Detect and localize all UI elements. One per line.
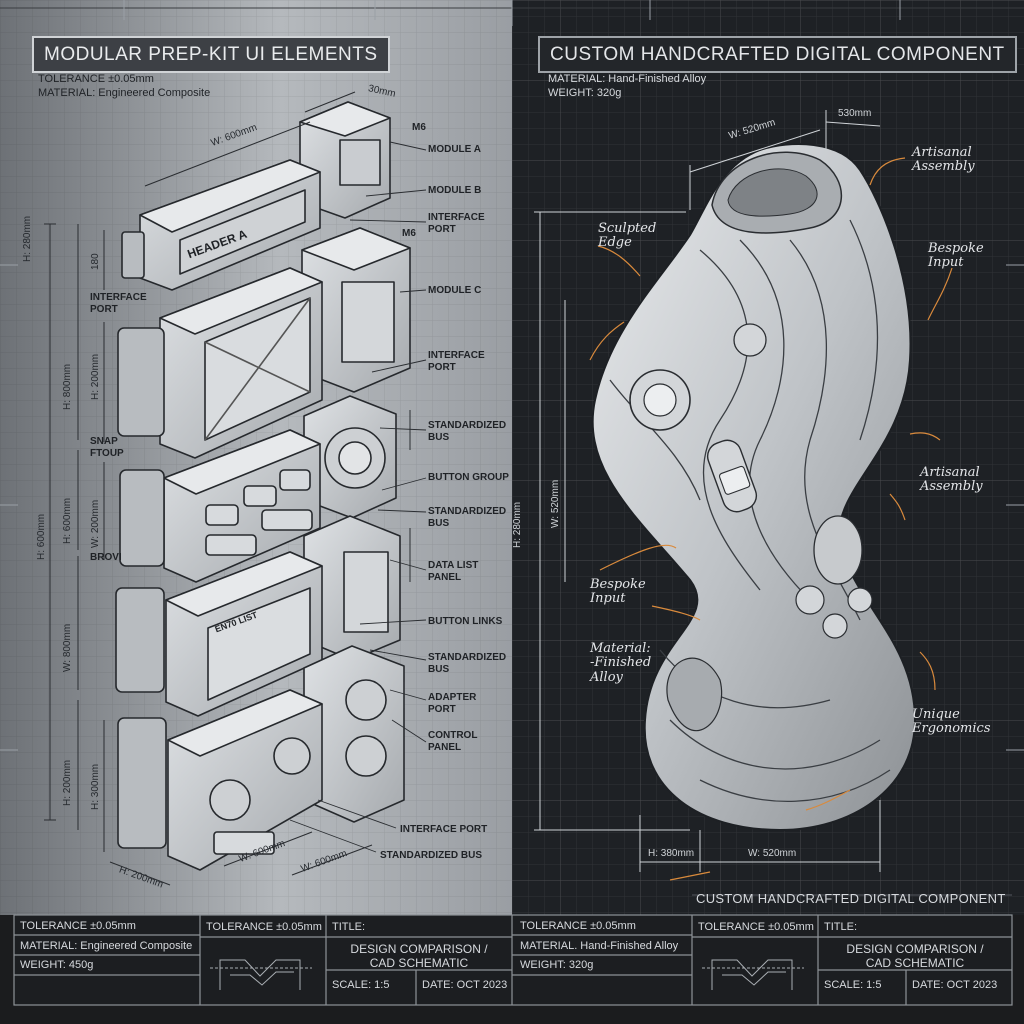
tb-right-tolerance-2: TOLERANCE ±0.05mm (698, 921, 814, 933)
handcrafted-component-drawing (591, 143, 917, 832)
callout-adapter-port: ADAPTER PORT (428, 692, 477, 715)
callout-standardized-bus-2: STANDARDIZED BUS (428, 506, 507, 529)
callout-standardized-bus-4: STANDARDIZED BUS (380, 850, 483, 861)
right-spec-material: MATERIAL: Hand-Finished Alloy (548, 73, 707, 85)
annotation-bespoke-top: Bespoke Input (928, 241, 984, 271)
left-panel-title-text: MODULAR PREP-KIT UI ELEMENTS (44, 44, 378, 65)
annotation-bespoke-left: Bespoke Input (590, 577, 646, 607)
left-spec-tolerance: TOLERANCE ±0.05mm (38, 73, 154, 85)
callout-interface-port-1: INTERFACE PORT (428, 212, 485, 235)
dim-h-600: H: 600mm (36, 513, 47, 560)
annotation-sculpted-edge: Sculpted Edge (598, 221, 657, 251)
dim-h-800: H: 800mm (62, 363, 73, 410)
dim-right-bottom-h: H: 380mm (648, 848, 695, 859)
modular-kit-drawing (115, 101, 411, 871)
dim-h-200-b: H: 200mm (62, 759, 73, 806)
tb-left-tolerance: TOLERANCE ±0.05mm (20, 920, 136, 932)
left-spec-material: MATERIAL: Engineered Composite (38, 87, 211, 99)
tb-left-scale: SCALE: 1:5 (332, 979, 390, 991)
dim-w-800: W: 800mm (62, 623, 73, 672)
callout-m6-b: M6 (402, 228, 416, 239)
callout-brown: BROVI (90, 552, 122, 563)
right-panel-title-text: CUSTOM HANDCRAFTED DIGITAL COMPONENT (550, 44, 1005, 65)
dim-right-bottom-w: W: 520mm (748, 848, 797, 859)
tb-right-scale: SCALE: 1:5 (824, 979, 882, 991)
tb-left-material: MATERIAL: Engineered Composite (20, 940, 193, 952)
callout-interface-port-left: INTERFACE PORT (90, 292, 147, 315)
tb-left-title: DESIGN COMPARISON / CAD SCHEMATIC (350, 942, 488, 970)
right-footer-caption: CUSTOM HANDCRAFTED DIGITAL COMPONENT (696, 891, 1006, 906)
dim-w-200: W: 200mm (90, 499, 101, 548)
tb-left-tolerance-2: TOLERANCE ±0.05mm (206, 921, 322, 933)
tb-right-weight: WEIGHT: 320g (520, 959, 594, 971)
tb-left-weight: WEIGHT: 450g (20, 959, 94, 971)
annotation-artisanal-mid: Artisanal Assembly (920, 465, 983, 495)
dim-h-300: H: 300mm (90, 763, 101, 810)
callout-data-list-panel: DATA LIST PANEL (428, 560, 479, 583)
callout-standardized-bus-1: STANDARDIZED BUS (428, 420, 507, 443)
dim-right-top-depth: 530mm (838, 108, 872, 119)
dim-right-h-280: H: 280mm (512, 501, 523, 548)
dim-h-600-b: H: 600mm (62, 497, 73, 544)
callout-module-c: MODULE C (428, 285, 482, 296)
title-block-frame (13, 894, 1013, 1006)
callout-control-panel: CONTROL PANEL (428, 730, 478, 753)
tb-right-title: DESIGN COMPARISON / CAD SCHEMATIC (846, 942, 984, 970)
tb-right-title-label: TITLE: (824, 921, 858, 933)
tb-left-date: DATE: OCT 2023 (422, 979, 508, 991)
dim-right-w-520-v: W: 520mm (550, 479, 561, 528)
left-panel-title: MODULAR PREP-KIT UI ELEMENTS (32, 36, 390, 73)
callout-interface-port-3: INTERFACE PORT (400, 824, 488, 835)
callout-m6-a: M6 (412, 122, 426, 133)
callout-standardized-bus-3: STANDARDIZED BUS (428, 652, 507, 675)
right-panel-title: CUSTOM HANDCRAFTED DIGITAL COMPONENT (538, 36, 1017, 73)
dim-h-280: H: 280mm (22, 215, 33, 262)
callout-interface-port-2: INTERFACE PORT (428, 350, 485, 373)
tb-right-date: DATE: OCT 2023 (912, 979, 998, 991)
tb-left-title-label: TITLE: (332, 921, 366, 933)
annotation-material: Material: -Finished Alloy (590, 641, 652, 685)
dim-h-200-a: H: 200mm (90, 353, 101, 400)
annotation-artisanal-top: Artisanal Assembly (912, 145, 975, 175)
callout-module-a: MODULE A (428, 144, 481, 155)
callout-module-b: MODULE B (428, 185, 482, 196)
dim-h-180: 180 (90, 253, 101, 270)
tb-right-material: MATERIAL. Hand-Finished Alloy (520, 940, 679, 952)
annotation-unique-ergonomics: Unique Ergonomics (912, 707, 991, 737)
tb-right-tolerance: TOLERANCE ±0.05mm (520, 920, 636, 932)
callout-button-group: BUTTON GROUP (428, 472, 509, 483)
right-spec-weight: WEIGHT: 320g (548, 87, 622, 99)
callout-snap-group: SNAP FTOUP (90, 436, 124, 459)
callout-button-links: BUTTON LINKS (428, 616, 503, 627)
